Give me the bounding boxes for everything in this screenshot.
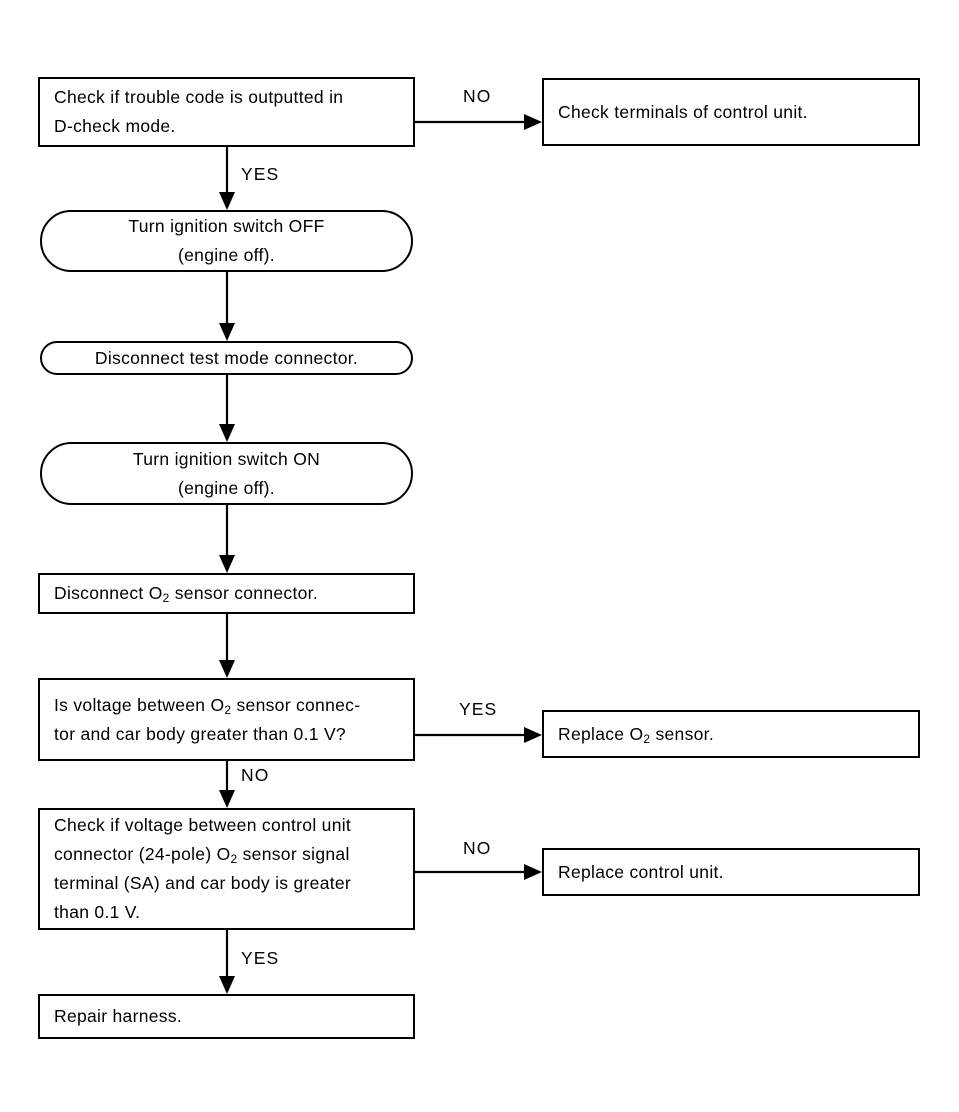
edge-label-n1-yes: YES <box>241 164 280 184</box>
node-replace-o2-sensor: Replace O2 sensor. <box>542 710 920 758</box>
node-ignition-on-line2: (engine off). <box>178 477 275 498</box>
node-ignition-off-line2: (engine off). <box>178 245 275 265</box>
node-check-trouble-code-line1: Check if trouble code is outputted in <box>54 87 344 107</box>
node-ignition-on-line1: Turn ignition switch ON <box>132 448 321 469</box>
node-turn-ignition-switch-off: Turn ignition switch OFF (engine off). <box>40 210 413 272</box>
edge-label-n7-no: NO <box>463 838 492 858</box>
node-check-trouble-code: Check if trouble code is outputted in D-… <box>38 77 415 147</box>
arrowhead-n4-top <box>219 424 235 442</box>
node-ignition-off-line1: Turn ignition switch OFF <box>128 216 325 236</box>
node-check-terminals-label: Check terminals of control unit. <box>558 101 808 122</box>
arrowhead-n2-top <box>219 192 235 210</box>
arrowhead-n1-right <box>524 114 542 130</box>
arrowhead-n5-top <box>219 555 235 573</box>
edge-label-n6-no: NO <box>241 765 270 785</box>
node-check-trouble-code-line2: D-check mode. <box>54 116 176 136</box>
arrowhead-n6-right <box>524 727 542 743</box>
node-replace-o2-label: Replace O2 sensor. <box>558 723 714 746</box>
node-disconnect-test-mode-label: Disconnect test mode connector. <box>94 347 359 368</box>
edge-label-n1-no: NO <box>463 86 492 106</box>
edge-label-n6-yes: YES <box>459 699 498 719</box>
node-check-terminals-of-control-unit: Check terminals of control unit. <box>542 78 920 146</box>
edge-label-n7-yes: YES <box>241 948 280 968</box>
node-repair-harness-label: Repair harness. <box>54 1006 183 1026</box>
node-disconnect-o2-label: Disconnect O2 sensor connector. <box>54 583 318 606</box>
node-replace-control-unit-label: Replace control unit. <box>558 861 724 882</box>
node-replace-control-unit: Replace control unit. <box>542 848 920 896</box>
arrowhead-n8-top <box>219 976 235 994</box>
node-repair-harness: Repair harness. <box>38 994 415 1039</box>
node-is-voltage-between-o2-sensor: Is voltage between O2 sensor connec-tor … <box>38 678 415 761</box>
node-disconnect-test-mode-connector: Disconnect test mode connector. <box>40 341 413 375</box>
arrowhead-n7-top <box>219 790 235 808</box>
node-turn-ignition-switch-on: Turn ignition switch ON (engine off). <box>40 442 413 505</box>
node-disconnect-o2-sensor-connector: Disconnect O2 sensor connector. <box>38 573 415 614</box>
arrowhead-n6-top <box>219 660 235 678</box>
node-is-voltage-o2-label: Is voltage between O2 sensor connec-tor … <box>54 694 361 744</box>
arrowhead-n7-right <box>524 864 542 880</box>
arrowhead-n3-top <box>219 323 235 341</box>
